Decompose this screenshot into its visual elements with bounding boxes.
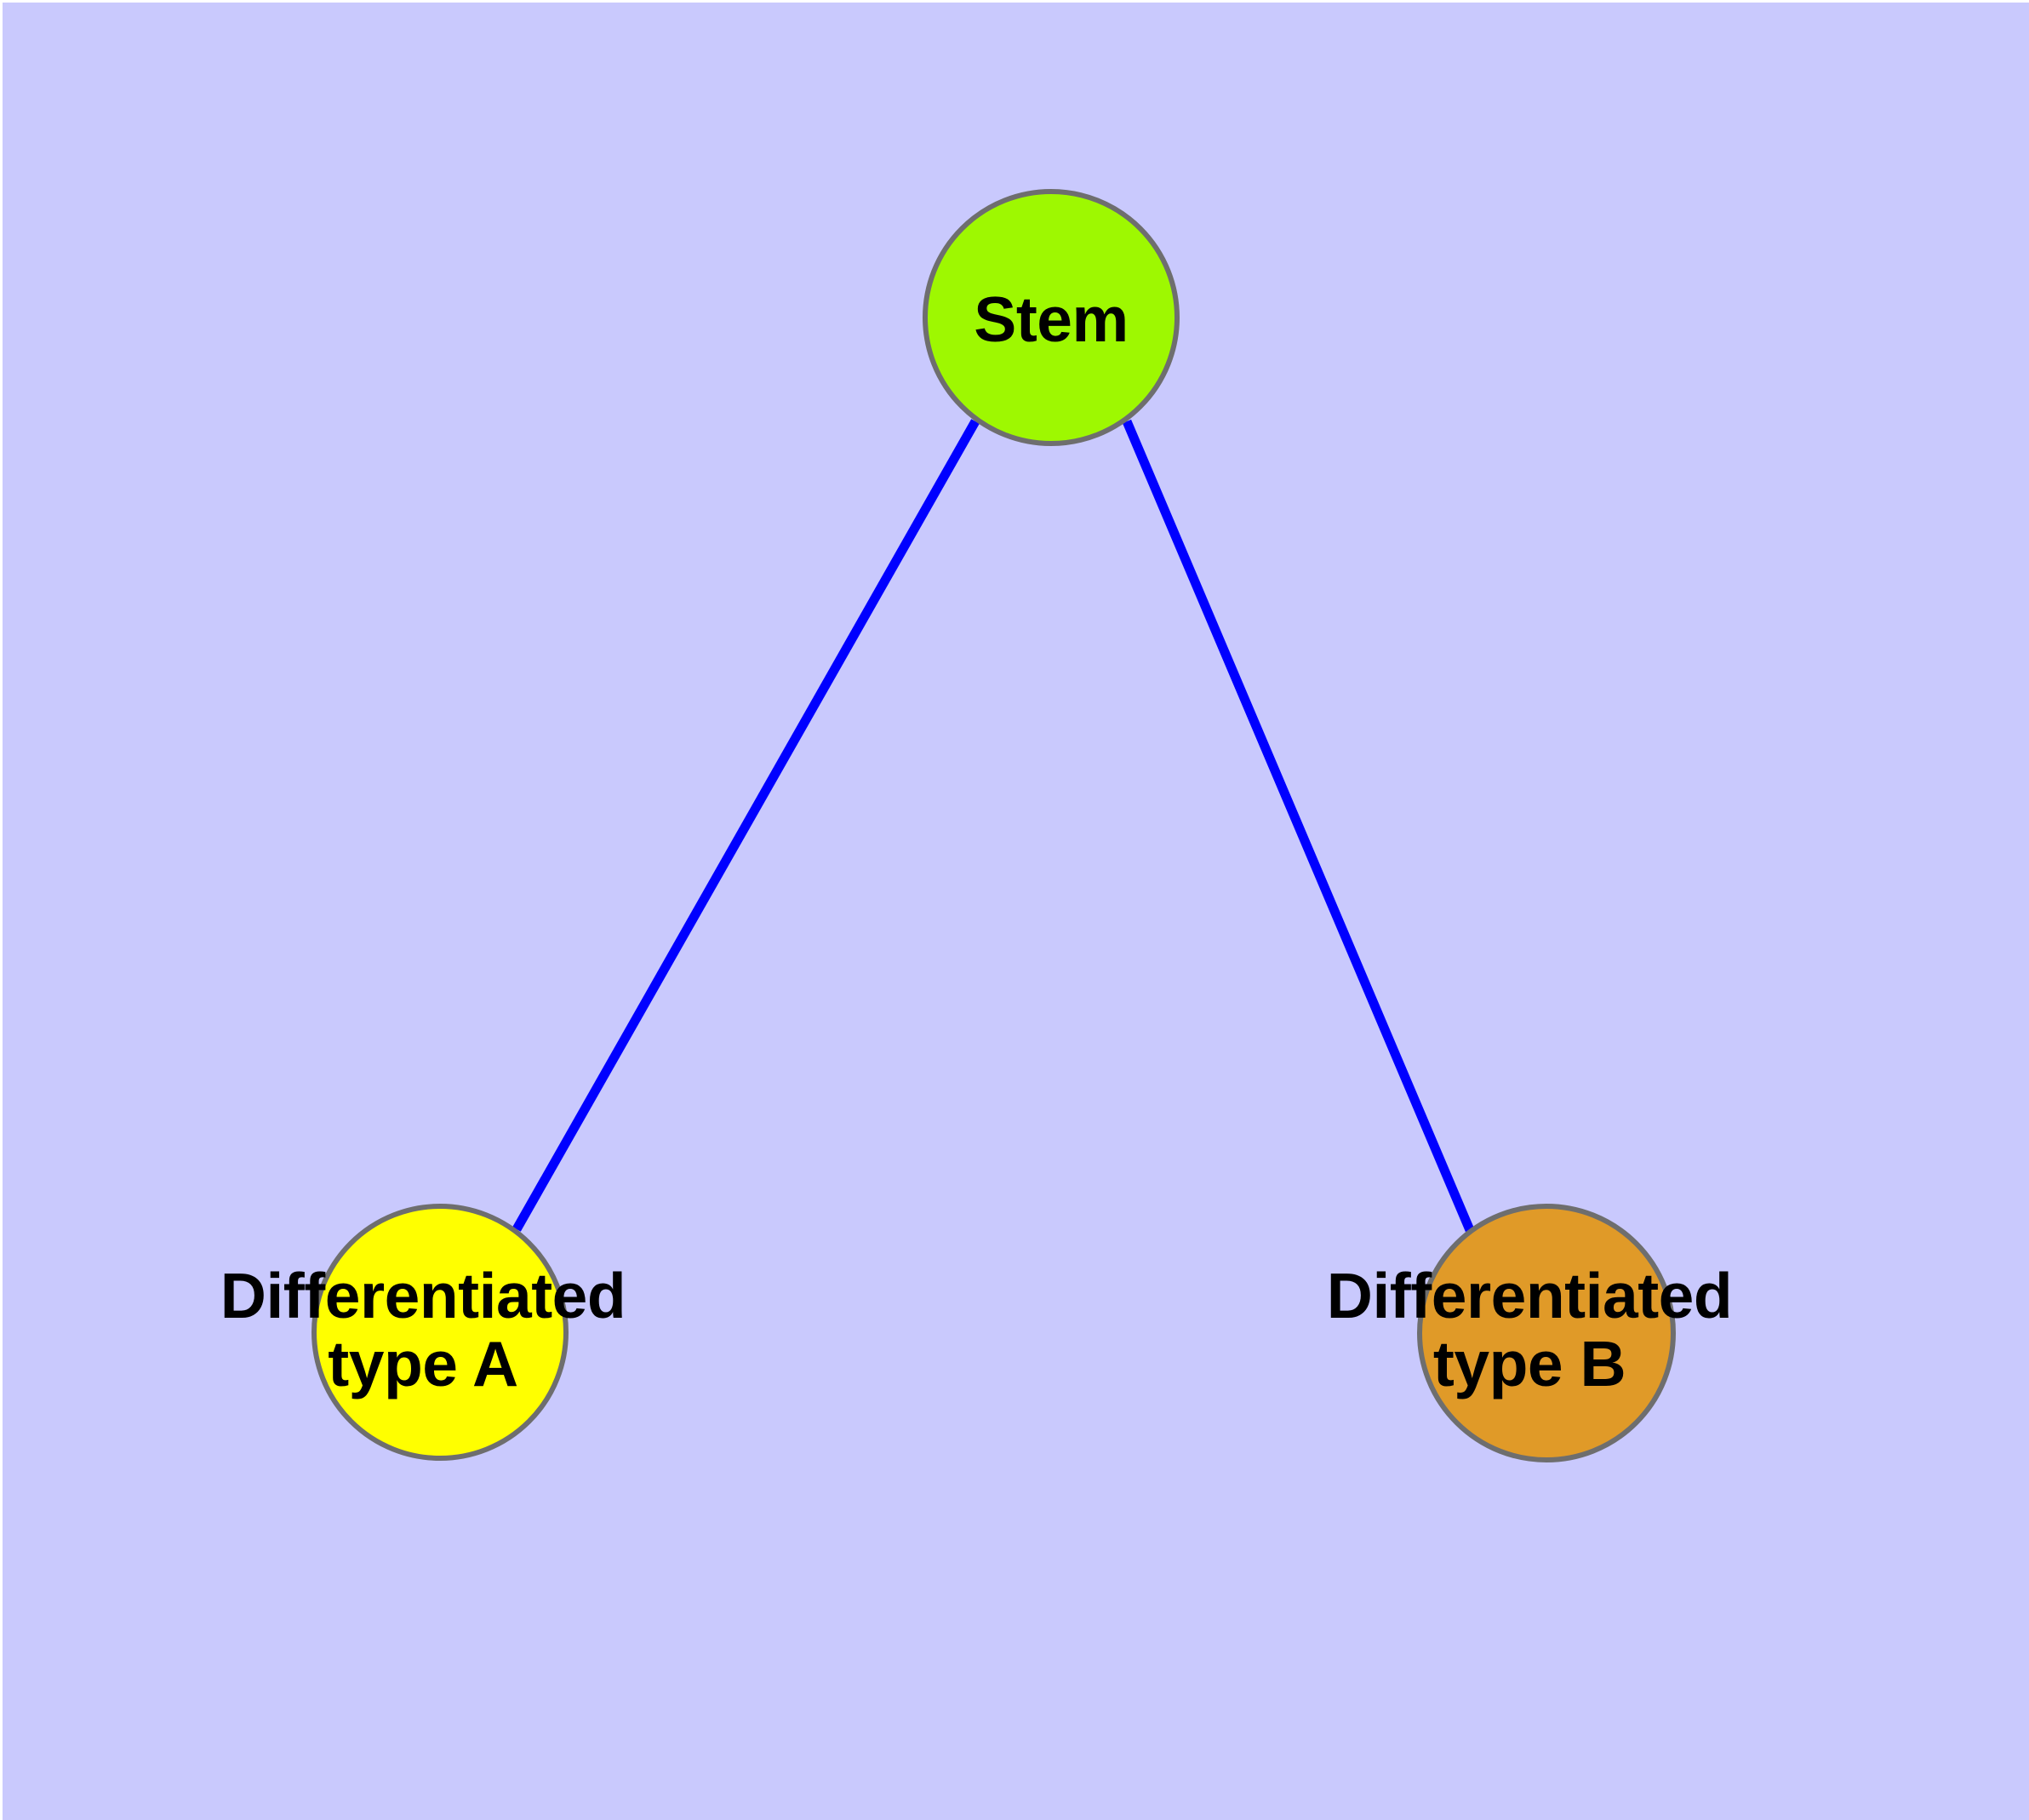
graph-edge-stem-to-diff-b[interactable] [1122,419,1475,1233]
graph-node-stem[interactable] [923,189,1180,446]
nodes-layer [311,189,1676,1462]
edges-layer [512,419,1475,1233]
graph-edge-stem-to-diff-a[interactable] [512,419,980,1232]
graph-node-diff-b[interactable] [1417,1204,1676,1462]
graph-node-diff-a[interactable] [311,1204,569,1461]
